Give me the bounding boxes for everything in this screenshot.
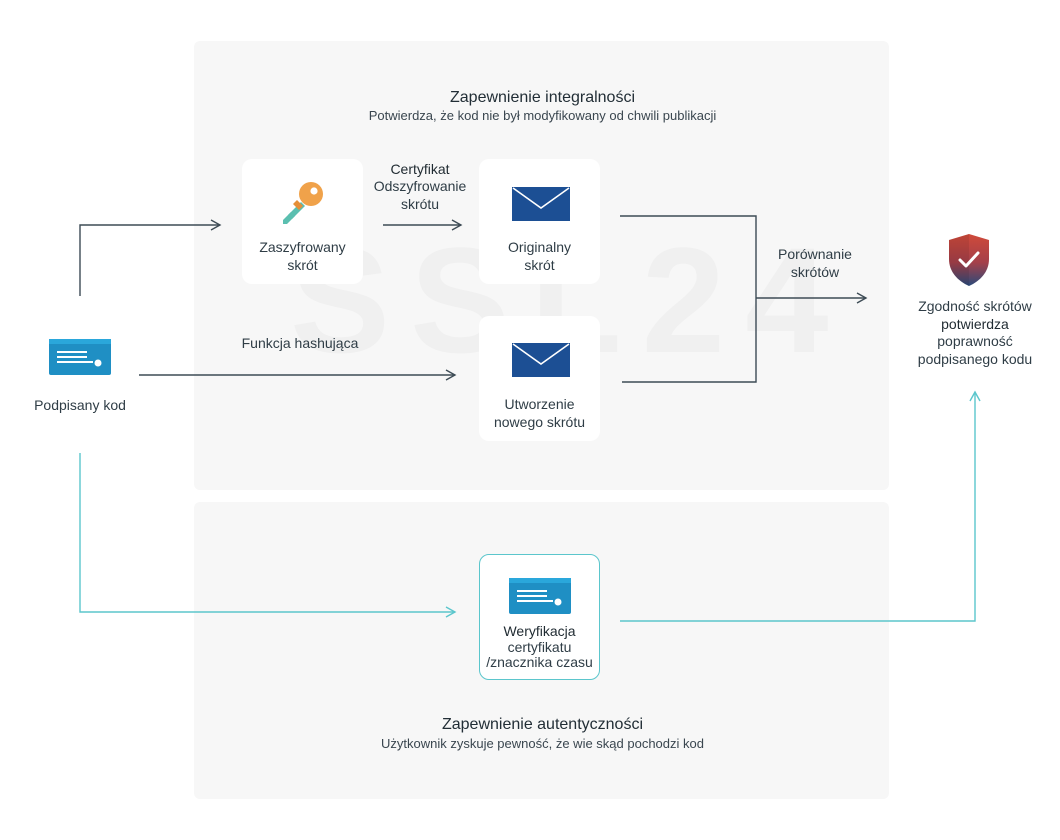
result-line1: Zgodność skrótów [918,298,1032,314]
original-hash-card [479,159,600,284]
original-hash-line1: Originalny [507,239,572,255]
document-icon [49,339,111,380]
encrypted-hash-card [242,159,363,284]
signed-code-label: Podpisany kod [34,397,126,413]
result-line4: podpisanego kodu [917,351,1033,367]
integrity-subtitle: Potwierdza, że kod nie był modyfikowany … [368,108,717,123]
shield-check-icon [947,233,991,292]
compare-hashes-line1: Porównanie [778,246,852,262]
verification-line1: Weryfikacja [503,623,576,639]
arrow-signed-to-encrypted [79,219,222,296]
result-line2: potwierdza [941,316,1009,332]
envelope-icon [512,187,570,226]
new-hash-line1: Utworzenie [504,396,575,412]
envelope-icon [512,343,570,382]
original-hash-line2: skrót [524,257,555,273]
line-original-to-compare [620,215,757,383]
authenticity-subtitle: Użytkownik zyskuje pewność, że wie skąd … [381,736,704,751]
arrow-verification-to-result [620,390,981,622]
decrypt-hash-line1: Odszyfrowanie [373,178,467,194]
key-icon [279,180,327,233]
verification-card [479,554,600,680]
arrow-signed-to-verification [79,453,457,618]
encrypted-hash-line1: Zaszyfrowany [259,239,346,255]
integrity-title: Zapewnienie integralności [450,89,635,106]
hash-function-label: Funkcja hashująca [241,335,359,351]
new-hash-card [479,316,600,441]
new-hash-line2: nowego skrótu [493,414,586,430]
document-icon [509,578,571,619]
verification-line2: certyfikatu [507,639,572,655]
certificate-label: Certyfikat [390,161,450,177]
compare-hashes-line2: skrótów [790,264,840,280]
decrypt-hash-line2: skrótu [400,196,440,212]
encrypted-hash-line2: skrót [287,257,318,273]
verification-line3: /znacznika czasu [486,654,593,670]
authenticity-title: Zapewnienie autentyczności [441,716,643,733]
result-line3: poprawność [937,333,1013,349]
